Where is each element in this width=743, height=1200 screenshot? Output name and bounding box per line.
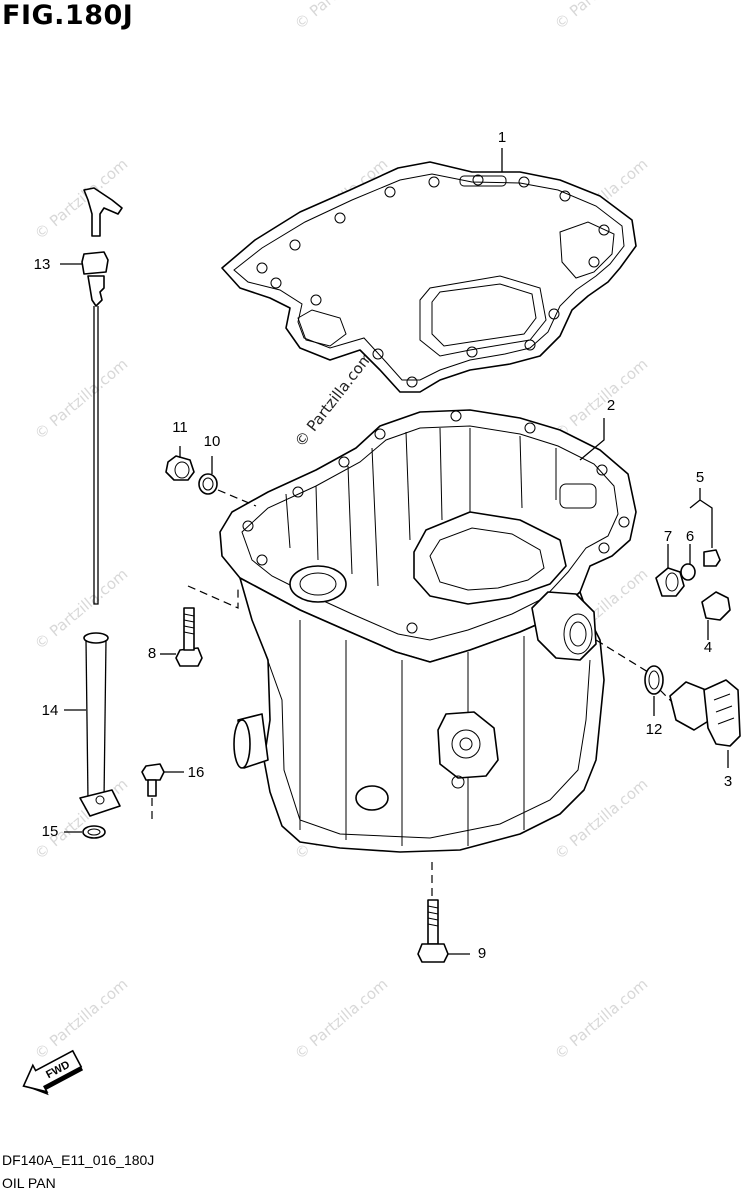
drain-plug-part-3 bbox=[669, 679, 741, 747]
callout-16: 16 bbox=[188, 764, 205, 781]
plug-part-11 bbox=[165, 455, 195, 481]
watermark: © Partzilla.com bbox=[291, 975, 391, 1063]
washer-part-6 bbox=[680, 563, 696, 581]
callout-15: 15 bbox=[42, 823, 59, 840]
watermark: © Partzilla.com bbox=[31, 975, 131, 1063]
gasket-part-1 bbox=[221, 161, 637, 393]
bolt-part-5 bbox=[703, 549, 721, 567]
o-ring-inner bbox=[87, 828, 101, 836]
washer-part-10 bbox=[198, 473, 218, 495]
diagram-code: DF140A_E11_016_180J bbox=[2, 1152, 155, 1168]
callout-7: 7 bbox=[664, 528, 672, 545]
callout-3: 3 bbox=[724, 773, 732, 790]
watermark: © Partzilla.com bbox=[291, 348, 376, 450]
callout-14: 14 bbox=[42, 702, 59, 719]
oil-pan-part-2 bbox=[219, 409, 637, 853]
plug-part-7 bbox=[655, 567, 685, 597]
bolt-part-9 bbox=[417, 899, 449, 963]
cap-part-4 bbox=[701, 591, 731, 621]
fwd-arrow-icon: FWD bbox=[22, 1049, 84, 1096]
callout-1: 1 bbox=[498, 129, 506, 146]
callout-12: 12 bbox=[646, 721, 663, 738]
watermark: © Partzilla.com bbox=[31, 775, 131, 863]
callout-10: 10 bbox=[204, 433, 221, 450]
watermark: © Partzilla.com bbox=[551, 355, 651, 443]
o-ring-part-15 bbox=[82, 825, 106, 839]
callout-labels: 1 2 3 4 5 6 7 8 9 10 11 12 13 14 15 16 bbox=[34, 129, 733, 962]
watermark: © Partzilla.com bbox=[31, 565, 131, 653]
leader-lines bbox=[60, 148, 729, 955]
o-ring-part-12 bbox=[644, 665, 664, 695]
callout-13: 13 bbox=[34, 256, 51, 273]
bolt-part-8 bbox=[175, 607, 203, 667]
diagram-name: OIL PAN bbox=[2, 1175, 56, 1191]
watermark: © Partzilla.com bbox=[551, 0, 651, 33]
callout-6: 6 bbox=[686, 528, 694, 545]
dipstick-guide-part-14 bbox=[79, 632, 121, 817]
callout-8: 8 bbox=[148, 645, 156, 662]
callout-11: 11 bbox=[172, 419, 188, 436]
callout-4: 4 bbox=[704, 639, 712, 656]
callout-2: 2 bbox=[607, 397, 615, 414]
watermark: © Partzilla.com bbox=[31, 155, 131, 243]
watermark: © Partzilla.com bbox=[31, 355, 131, 443]
callout-5: 5 bbox=[696, 469, 704, 486]
dipstick-part-13 bbox=[81, 187, 123, 605]
figure-title: FIG.180J bbox=[2, 0, 134, 31]
callout-9: 9 bbox=[478, 945, 486, 962]
watermark: © Partzilla.com bbox=[291, 0, 391, 33]
bolt-part-16 bbox=[141, 763, 165, 797]
watermark: © Partzilla.com bbox=[551, 975, 651, 1063]
